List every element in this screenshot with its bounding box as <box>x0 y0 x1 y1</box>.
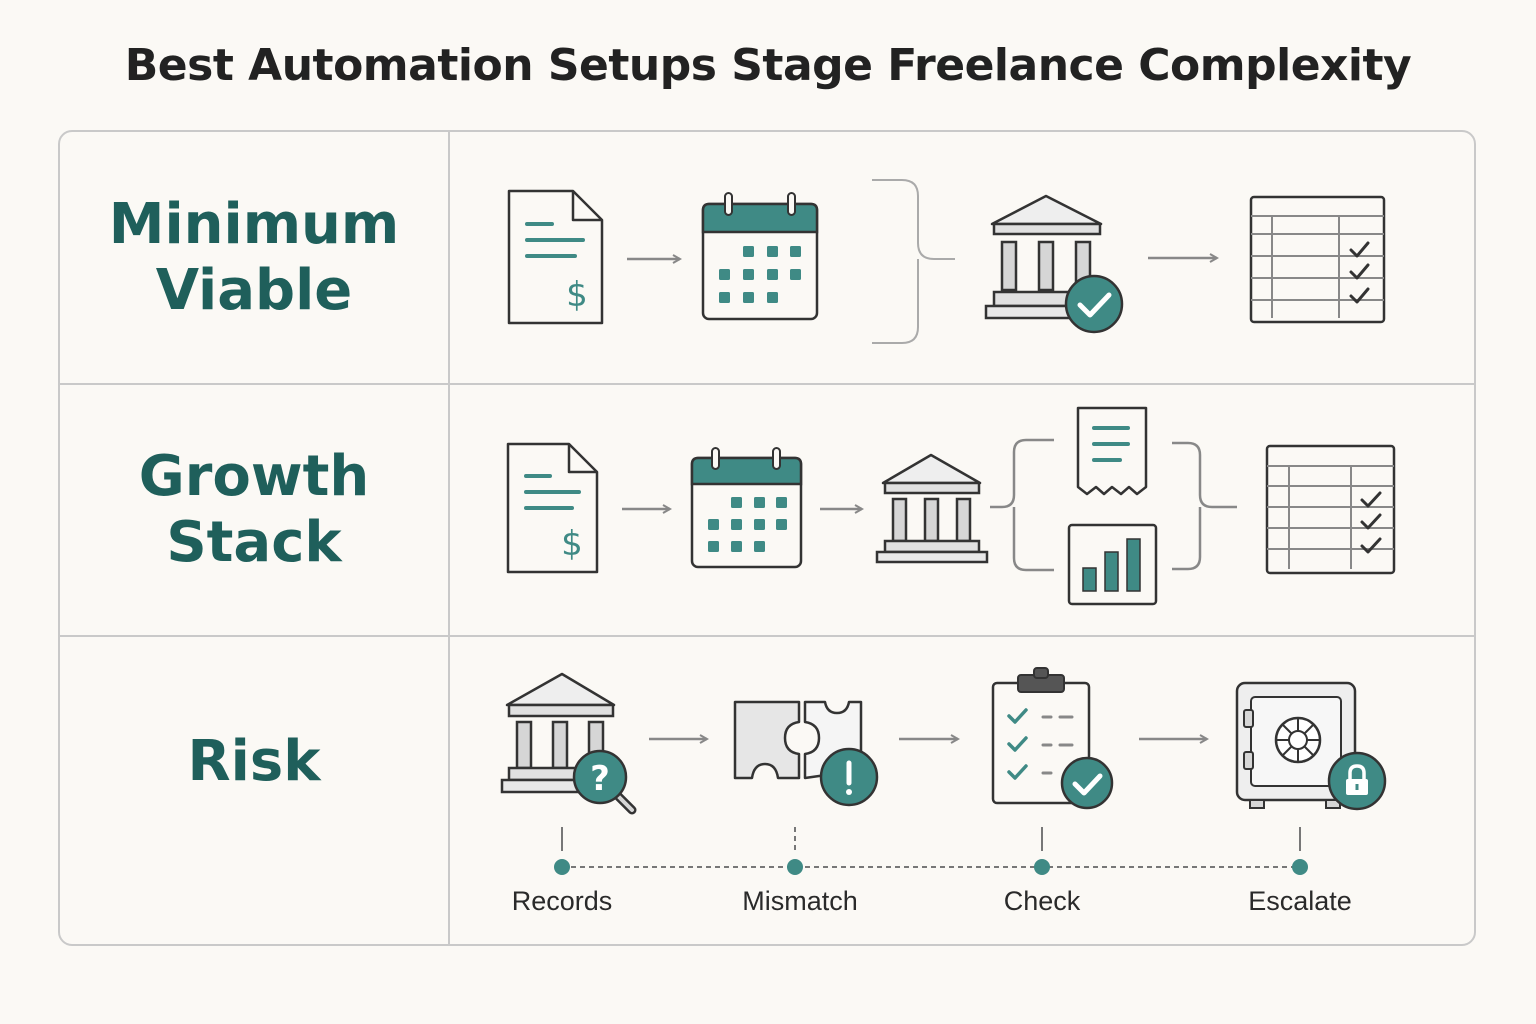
row-label-risk: Risk <box>60 637 448 887</box>
risk-timeline <box>554 827 1308 875</box>
magnifier-icon <box>612 790 637 815</box>
column-divider <box>448 130 450 946</box>
row-label-line: Viable <box>155 257 353 323</box>
question-badge-icon: ? <box>572 749 628 805</box>
merge-bracket <box>872 179 955 344</box>
split-bracket <box>990 438 1054 572</box>
timeline-node <box>787 859 803 875</box>
alert-badge-icon <box>819 747 879 807</box>
timeline-node <box>1034 859 1050 875</box>
row-label-line: Growth <box>138 444 370 509</box>
check-badge-icon <box>1064 274 1124 334</box>
invoice-icon: $ <box>507 189 604 325</box>
spreadsheet-checklist-icon <box>1265 444 1396 575</box>
svg-text:$: $ <box>561 524 583 564</box>
spreadsheet-checklist-icon <box>1249 195 1386 324</box>
timeline-node <box>1292 859 1308 875</box>
check-badge-icon <box>1060 756 1114 810</box>
row-label-line: Stack <box>166 510 342 575</box>
calendar-icon <box>701 192 819 321</box>
puzzle-icon <box>733 700 863 780</box>
bank-icon <box>875 453 989 564</box>
row-label-line: Risk <box>187 729 321 794</box>
row-label-minimum-viable: Minimum Viable <box>60 132 448 383</box>
row-divider <box>60 635 1474 637</box>
merge-bracket <box>1172 441 1237 571</box>
bar-chart-icon <box>1067 523 1158 606</box>
page-title: Best Automation Setups Stage Freelance C… <box>124 40 1412 91</box>
timeline-label-mismatch: Mismatch <box>742 886 858 916</box>
timeline-label-records: Records <box>511 886 613 916</box>
svg-text:?: ? <box>590 759 610 799</box>
svg-text:$: $ <box>566 275 588 315</box>
row-divider <box>60 383 1474 385</box>
timeline-node <box>554 859 570 875</box>
lock-badge-icon <box>1327 751 1387 811</box>
diagram-frame <box>58 130 1476 946</box>
row-label-growth-stack: Growth Stack <box>60 385 448 635</box>
receipt-icon <box>1076 406 1148 496</box>
timeline-label-escalate: Escalate <box>1248 886 1352 916</box>
timeline-label-check: Check <box>1003 886 1081 916</box>
row-label-line: Minimum <box>108 191 400 257</box>
safe-icon <box>1235 681 1357 809</box>
invoice-icon: $ <box>506 442 599 574</box>
calendar-icon <box>690 447 803 569</box>
